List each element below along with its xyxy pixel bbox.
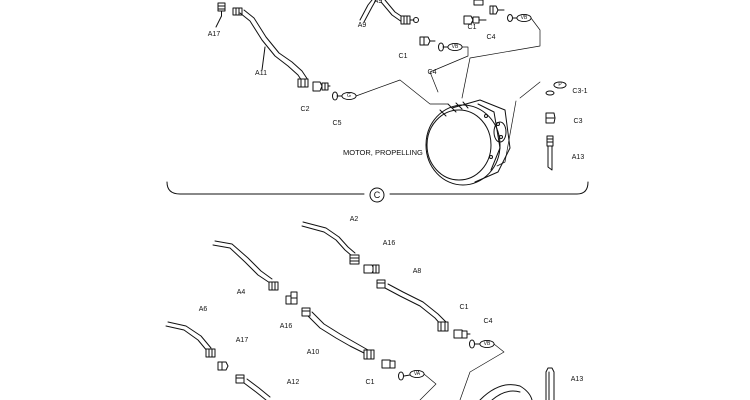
tag-p: P <box>558 82 562 88</box>
section-marker-c: C <box>373 190 381 200</box>
label-a17-top: A17 <box>207 31 221 38</box>
label-a16: A16 <box>382 240 396 247</box>
fitting-a16 <box>363 264 380 274</box>
hose-a11 <box>232 7 309 88</box>
hose-a4 <box>212 240 279 291</box>
tag-vb-top: VB <box>451 44 459 50</box>
tag-vb-top-right: VB <box>520 15 528 21</box>
label-c4-top-right: C4 <box>486 34 496 41</box>
hose-a8 <box>376 279 449 332</box>
section-bracket <box>166 181 589 203</box>
label-a9: A9 <box>357 22 367 29</box>
label-a2: A2 <box>349 216 359 223</box>
label-a12: A12 <box>286 379 300 386</box>
hose-a6 <box>165 321 216 358</box>
tag-g: G <box>347 93 351 99</box>
label-c4-top: C4 <box>427 69 437 76</box>
label-a8: A8 <box>412 268 422 275</box>
label-a4: A4 <box>236 289 246 296</box>
label-a6: A6 <box>198 306 208 313</box>
fittings-c3-a13-top <box>545 81 567 171</box>
label-a17-bottom: A17 <box>235 337 249 344</box>
tag-va-bottom: VA <box>413 371 421 377</box>
label-c1-top-right: C1 <box>467 24 477 31</box>
label-c4-bottom: C4 <box>483 318 493 325</box>
label-c2: C2 <box>300 106 310 113</box>
label-c5: C5 <box>332 120 342 127</box>
label-a13-top: A13 <box>571 154 585 161</box>
label-a13-bottom: A13 <box>570 376 584 383</box>
label-c1-bottom: C1 <box>365 379 375 386</box>
label-a11: A11 <box>255 70 267 77</box>
label-c3-1: C3-1 <box>572 88 588 95</box>
propelling-motor <box>425 99 511 186</box>
hose-a12 <box>235 374 271 400</box>
label-c1-bottom-right: C1 <box>459 304 469 311</box>
label-a10: A10 <box>306 349 320 356</box>
fitting-a16-middle <box>285 291 298 305</box>
label-c1-top: C1 <box>398 53 408 60</box>
motor-label: MOTOR, PROPELLING <box>343 148 423 157</box>
leader-lines-top <box>355 17 541 167</box>
leader-lines-bottom <box>419 343 505 400</box>
hose-a2 <box>301 221 360 265</box>
hose-a10 <box>301 307 375 360</box>
label-c3: C3 <box>573 118 583 125</box>
fittings-c1-c4-bottom <box>453 329 495 349</box>
label-a9-partial: A9 <box>373 0 383 5</box>
fitting-a17-top <box>215 2 226 28</box>
hose-a9 <box>359 0 419 25</box>
fitting-a13-bottom <box>545 367 555 400</box>
fitting-a17-bottom <box>217 361 229 371</box>
tag-vb-bottom: VB <box>483 341 491 347</box>
label-a16-middle: A16 <box>279 323 293 330</box>
propelling-motor-bottom <box>479 384 533 400</box>
